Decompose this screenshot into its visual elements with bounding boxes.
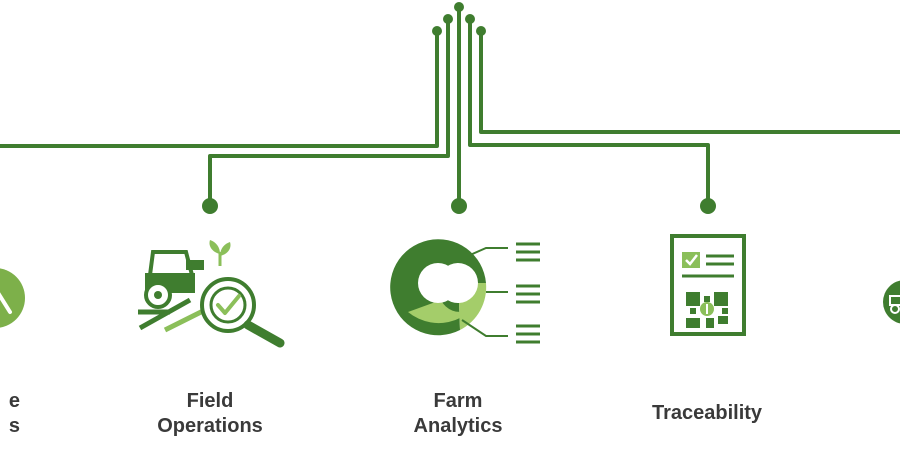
label-line: Farm bbox=[433, 390, 483, 412]
terminal-dot bbox=[443, 14, 453, 24]
tractor-circle-icon bbox=[883, 280, 900, 324]
label-line: Traceability bbox=[651, 402, 763, 424]
terminal-dot bbox=[465, 14, 475, 24]
item-label-farm-analytics: Farm Analytics bbox=[378, 389, 538, 439]
terminal-dot bbox=[454, 2, 464, 12]
connector-right-outer bbox=[479, 31, 900, 134]
node-dot-traceability bbox=[700, 198, 716, 214]
connector-left-outer bbox=[0, 31, 439, 148]
item-label-traceability: Traceability bbox=[627, 401, 787, 426]
node-dot-farm-analytics bbox=[451, 198, 467, 214]
item-label-left-partial: e s bbox=[0, 389, 20, 439]
connector-field-operations bbox=[208, 19, 450, 206]
label-line: Operations bbox=[157, 415, 263, 437]
terminal-dot bbox=[432, 26, 442, 36]
label-line: s bbox=[8, 415, 20, 437]
label-line: Field bbox=[186, 390, 234, 412]
terminal-dot bbox=[476, 26, 486, 36]
item-label-field-operations: Field Operations bbox=[130, 389, 290, 439]
connector-lines bbox=[0, 6, 900, 206]
node-dot-field-operations bbox=[202, 198, 218, 214]
connector-traceability bbox=[468, 18, 710, 206]
label-line: e bbox=[8, 390, 20, 412]
connector-terminals bbox=[202, 2, 716, 214]
label-line: Analytics bbox=[413, 415, 503, 437]
donut-chart-icon bbox=[390, 239, 540, 344]
tractor-magnifier-icon bbox=[138, 240, 285, 348]
checklist-qr-icon bbox=[670, 234, 746, 336]
partial-circle-icon bbox=[0, 268, 25, 328]
